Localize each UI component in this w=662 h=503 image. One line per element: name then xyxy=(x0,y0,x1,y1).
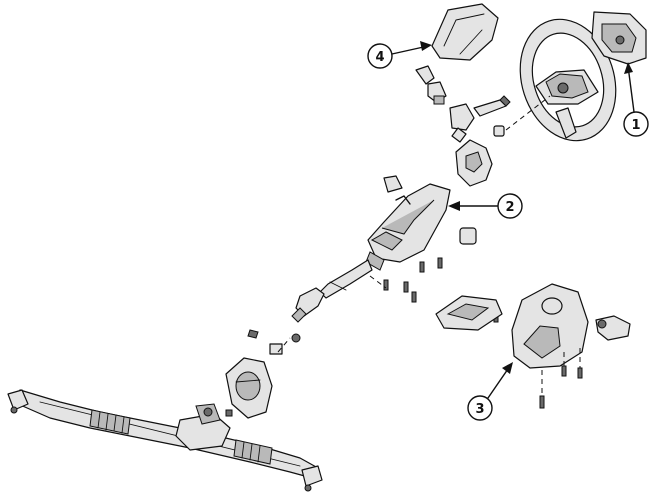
tie-rod-end-right xyxy=(301,465,323,487)
upper-column-shroud xyxy=(431,3,499,61)
steering-column-assembly xyxy=(291,175,477,323)
assembly-axis xyxy=(505,95,551,131)
fasteners xyxy=(225,257,583,417)
lower-bracket-plate xyxy=(435,295,503,331)
steering-wheel xyxy=(519,18,617,142)
callout-label-2: 2 xyxy=(505,200,514,215)
tie-rod-end-left xyxy=(7,389,29,411)
callout-label-4: 4 xyxy=(375,50,384,65)
retaining-nut xyxy=(493,125,505,137)
callout-label-3: 3 xyxy=(475,402,484,417)
callout-3: 3 xyxy=(467,362,513,421)
rack-boot-right xyxy=(233,439,273,465)
intermediate-shaft-boot xyxy=(225,357,273,419)
steering-rack-assembly xyxy=(7,389,323,492)
callout-4: 4 xyxy=(367,41,432,69)
multifunction-switch xyxy=(449,95,511,143)
rack-boot-left xyxy=(89,409,131,435)
callout-label-1: 1 xyxy=(631,118,640,133)
airbag-module xyxy=(591,11,647,65)
callout-1: 1 xyxy=(623,62,649,137)
clockspring-housing xyxy=(455,139,493,187)
callout-2: 2 xyxy=(448,193,523,219)
axis-line xyxy=(369,275,387,289)
axis-line xyxy=(277,337,291,353)
lower-column-shroud xyxy=(511,283,631,369)
ignition-switch xyxy=(415,65,447,105)
